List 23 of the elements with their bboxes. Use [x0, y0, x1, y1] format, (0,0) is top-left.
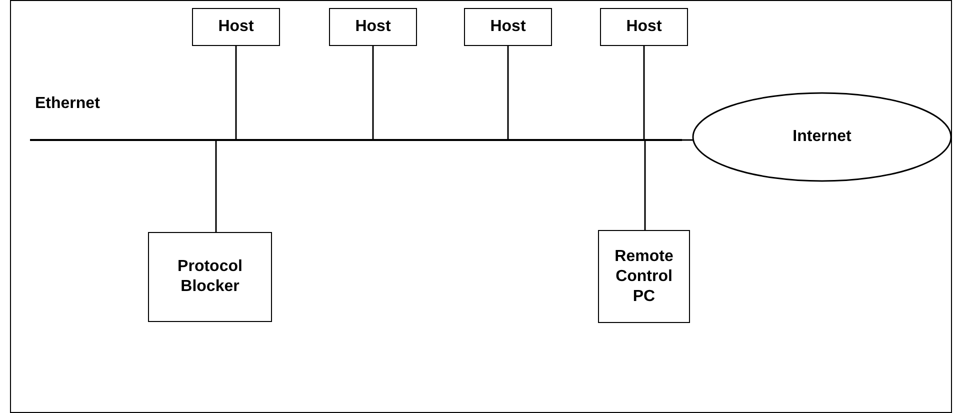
node-label: Internet [792, 128, 852, 146]
node-label: Remote Control PC [614, 246, 674, 306]
node-label: Host [354, 17, 392, 37]
network-label: Ethernet [35, 95, 100, 113]
connector-line [235, 46, 237, 140]
connector-line [644, 140, 646, 230]
node-label: Protocol Blocker [176, 257, 244, 297]
bus-line [30, 95, 682, 141]
cloud-ellipse [692, 92, 952, 182]
connector-line [643, 46, 645, 140]
connector-line [507, 46, 509, 140]
device-box [148, 232, 272, 322]
node-label: Host [489, 17, 527, 37]
connector-line [215, 140, 217, 232]
host-box [464, 8, 552, 46]
host-box [600, 8, 688, 46]
node-label: Host [217, 17, 255, 37]
connector-line [682, 139, 693, 141]
host-box [192, 8, 280, 46]
node-label: Host [625, 17, 663, 37]
device-box [598, 230, 690, 323]
host-box [329, 8, 417, 46]
connector-line [372, 46, 374, 140]
